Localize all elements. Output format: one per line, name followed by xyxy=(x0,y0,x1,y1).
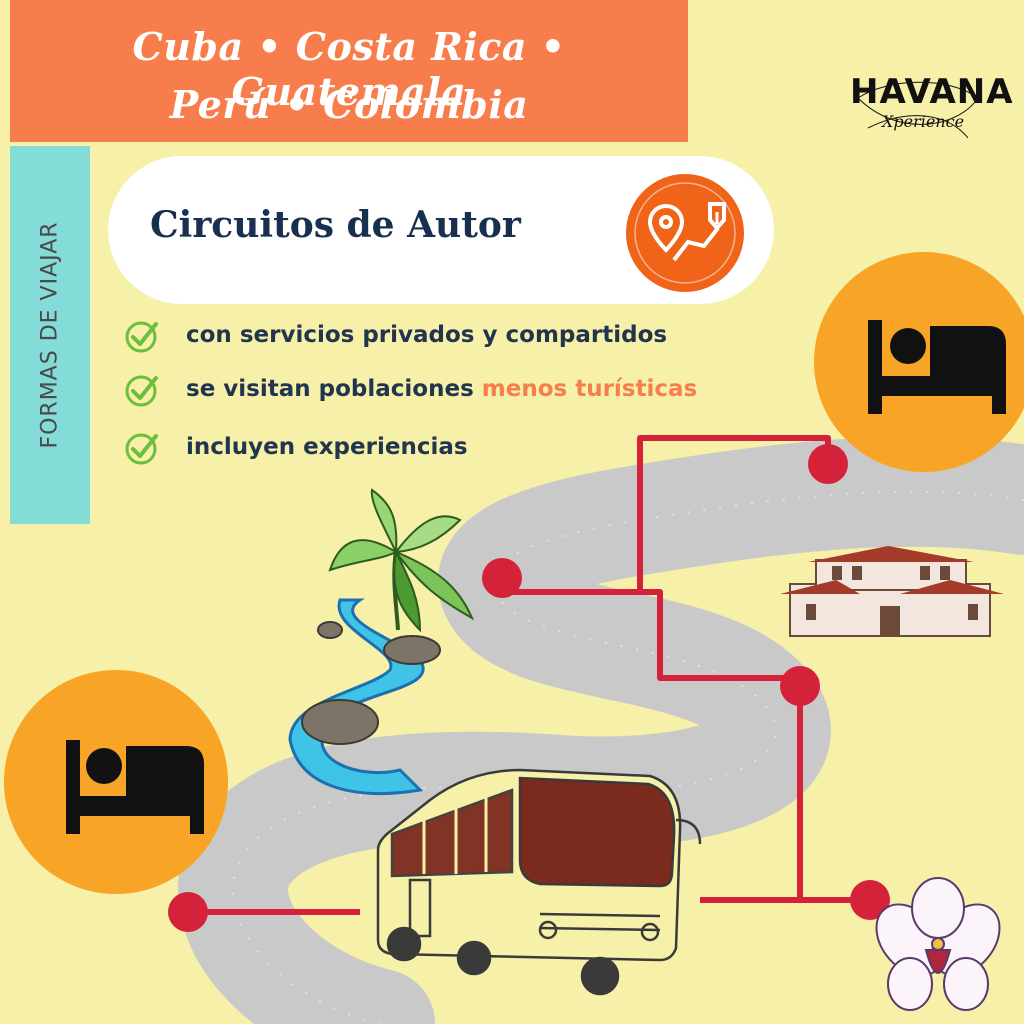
orchid-illustration xyxy=(875,877,1001,1011)
route-stop xyxy=(168,892,208,932)
feature-text: incluyen experiencias xyxy=(186,434,468,460)
bus-illustration xyxy=(376,768,702,996)
route-stop xyxy=(808,444,848,484)
destinations-banner: Cuba • Costa Rica • Guatemala Perú • Col… xyxy=(10,0,688,142)
bed-icon xyxy=(66,740,204,834)
check-icon xyxy=(125,321,158,353)
destinations-line-1: Cuba • Costa Rica • Guatemala xyxy=(132,24,566,114)
logo-subtitle: Xperience xyxy=(882,112,965,131)
feature-text-highlight: menos turísticas xyxy=(481,376,698,402)
check-icon xyxy=(125,375,158,407)
list-item: incluyen experiencias xyxy=(120,426,780,470)
havana-xperience-logo: HAVANA Xperience xyxy=(838,68,1013,148)
house-illustration xyxy=(780,546,1004,637)
list-item: con servicios privados y compartidos xyxy=(120,314,780,358)
route-stop xyxy=(780,666,820,706)
card-title: Circuitos de Autor xyxy=(150,204,521,246)
destinations-line-2: Perú • Colombia xyxy=(169,82,529,127)
feature-text-main: con servicios privados y compartidos xyxy=(186,322,668,348)
travel-forms-sidebar: FORMAS DE VIAJAR xyxy=(10,146,90,524)
check-icon xyxy=(125,433,158,465)
route-stop xyxy=(850,880,890,920)
route-stop xyxy=(482,558,522,598)
feature-text: con servicios privados y compartidos xyxy=(186,322,667,348)
logo-name: HAVANA xyxy=(850,72,1014,112)
feature-text-main: se visitan poblaciones xyxy=(186,376,482,402)
river-palm-illustration xyxy=(288,488,475,795)
location-pen-icon xyxy=(626,174,744,292)
list-item: se visitan poblaciones menos turísticas xyxy=(120,368,780,412)
feature-text: se visitan poblaciones menos turísticas xyxy=(186,376,697,402)
bed-icon-circle-bottom xyxy=(4,670,228,894)
road xyxy=(178,436,1024,1024)
bed-icon xyxy=(868,320,1006,414)
feature-text-main: incluyen experiencias xyxy=(186,434,468,460)
logo-leaf-icon xyxy=(857,81,979,139)
bed-icon-circle-top xyxy=(814,252,1024,472)
title-card: Circuitos de Autor xyxy=(108,156,774,304)
